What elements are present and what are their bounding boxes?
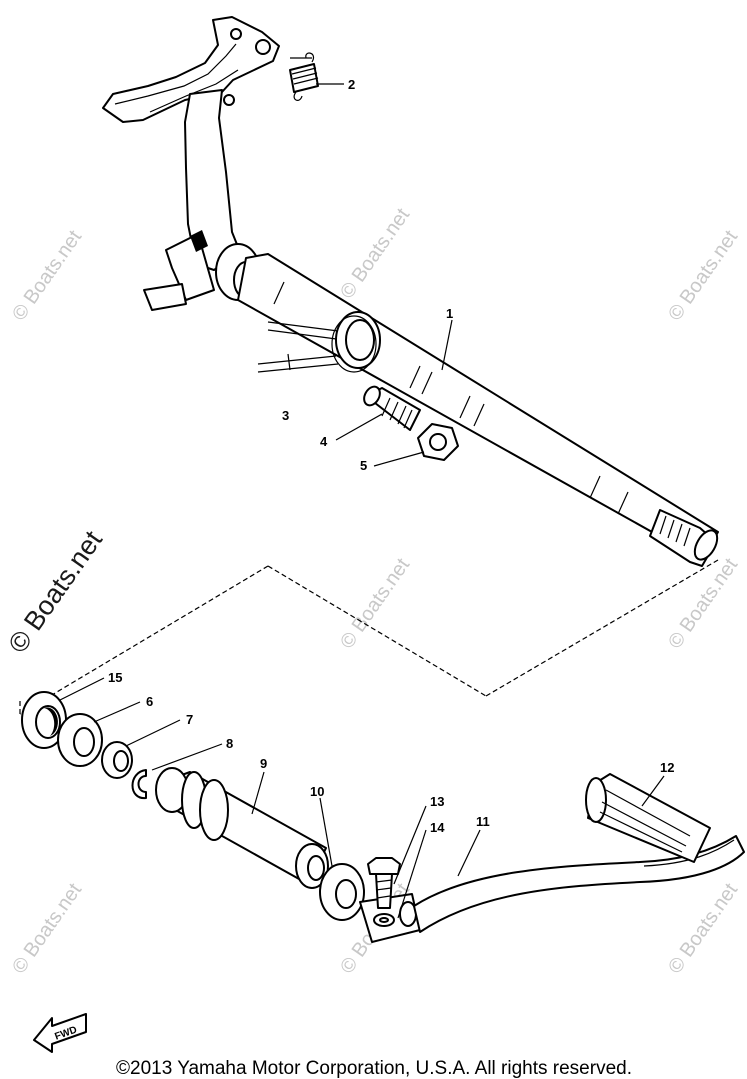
- callout-15: 15: [108, 670, 122, 685]
- fwd-arrow-icon: FWD: [33, 1013, 87, 1053]
- callout-5: 5: [360, 458, 367, 473]
- callout-4: 4: [320, 434, 328, 449]
- washer: [57, 713, 103, 767]
- circlip: [131, 769, 147, 800]
- washer-small: [101, 741, 133, 779]
- hex-nut: [417, 423, 459, 461]
- callout-layer: 1 2 3 4 5 15 6 7 8 9 10 11 12 13 14: [59, 77, 674, 919]
- clamp-bolt: [367, 857, 401, 909]
- watermark: © Boats.net: [8, 226, 86, 325]
- callout-3: 3: [282, 408, 289, 423]
- callout-10: 10: [310, 784, 324, 799]
- pedal-washer: [319, 863, 365, 921]
- return-spring: [289, 52, 319, 101]
- shift-shaft: [237, 253, 719, 567]
- callout-12: 12: [660, 760, 674, 775]
- spring-washer: [373, 913, 395, 927]
- callout-9: 9: [260, 756, 267, 771]
- torsion-spring: [257, 311, 381, 373]
- callout-7: 7: [186, 712, 193, 727]
- callout-8: 8: [226, 736, 233, 751]
- watermark: © Boats.net: [664, 879, 742, 978]
- watermark: © Boats.net: [336, 204, 414, 303]
- callout-13: 13: [430, 794, 444, 809]
- copyright-notice: ©2013 Yamaha Motor Corporation, U.S.A. A…: [116, 1058, 632, 1079]
- oil-seal: [21, 691, 67, 749]
- pedal-grip: [585, 773, 711, 863]
- callout-11: 11: [476, 814, 490, 829]
- watermark: © Boats.net: [664, 226, 742, 325]
- shift-bolt: [363, 385, 421, 431]
- pedal-bushing: [155, 767, 329, 889]
- callout-6: 6: [146, 694, 153, 709]
- watermark-large: © Boats.net: [2, 525, 108, 659]
- watermark: © Boats.net: [8, 879, 86, 978]
- callout-1: 1: [446, 306, 453, 321]
- callout-2: 2: [348, 77, 355, 92]
- callout-14: 14: [430, 820, 445, 835]
- guide-lines: [19, 559, 719, 715]
- watermark: © Boats.net: [336, 554, 414, 653]
